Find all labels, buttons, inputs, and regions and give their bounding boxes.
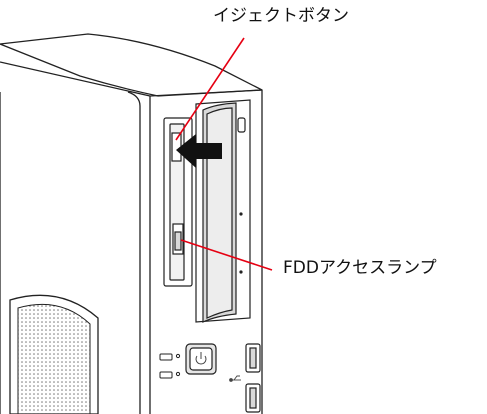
leader-line-eject: [175, 37, 245, 141]
usb-icon: [229, 375, 241, 382]
arrow-icon: [176, 134, 222, 168]
drive-eject-key: [237, 117, 246, 133]
case-front-left-edge: [127, 91, 141, 414]
front-indicators: [159, 353, 181, 379]
pc-case: [0, 33, 263, 414]
power-icon: [195, 352, 207, 365]
eject-button-label: イジェクトボタン: [213, 6, 349, 26]
fdd-access-lamp-label: FDDアクセスランプ: [283, 258, 437, 278]
leader-line-fdd: [180, 239, 273, 271]
power-button: [185, 343, 217, 375]
side-vent: [9, 294, 99, 414]
usb-ports: [229, 343, 261, 413]
leader-lines: [175, 37, 273, 271]
case-front-top-edge: [149, 89, 263, 97]
case-top-face: [0, 33, 263, 97]
eject-button-part: [171, 132, 182, 162]
optical-drive: [195, 99, 251, 323]
case-top-bevel: [0, 61, 151, 97]
